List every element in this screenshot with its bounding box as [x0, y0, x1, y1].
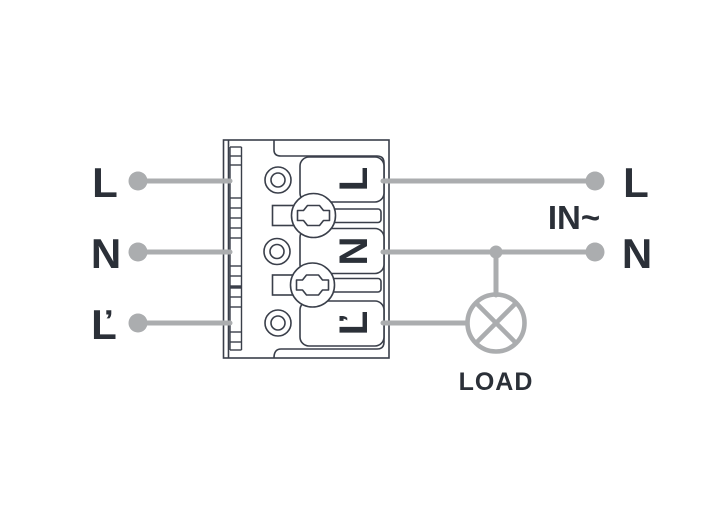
wire-end-dot	[128, 313, 148, 333]
terminal-block: L N Ľ	[222, 139, 390, 359]
wire-end-dot	[585, 242, 605, 262]
junction-dot	[489, 245, 503, 259]
wires	[128, 171, 605, 333]
screw-icon	[290, 192, 337, 239]
terminal-label-lprime: Ľ	[332, 311, 376, 335]
screw-icon	[289, 262, 336, 308]
wire-hole-icon	[264, 166, 292, 194]
label-n-right: N	[622, 230, 652, 277]
label-lprime-left: Ľ	[91, 301, 117, 348]
input-annotation: IN~	[548, 199, 600, 236]
terminal-label-l: L	[332, 167, 376, 191]
wire-end-dot	[585, 171, 605, 191]
terminal-lever-l: L	[299, 156, 385, 203]
wire-hole-icon	[263, 237, 291, 266]
terminal-label-n: N	[332, 237, 376, 266]
label-n-left: N	[91, 230, 121, 277]
wire-hole-icon	[264, 309, 292, 337]
wire-end-dot	[128, 171, 148, 191]
load-label: LOAD	[459, 368, 534, 396]
terminal-lever-lprime: Ľ	[299, 300, 385, 347]
wire-end-dot	[128, 242, 148, 262]
load-lamp-icon	[465, 292, 527, 354]
label-l-left: L	[92, 159, 118, 206]
label-l-right: L	[623, 159, 649, 206]
